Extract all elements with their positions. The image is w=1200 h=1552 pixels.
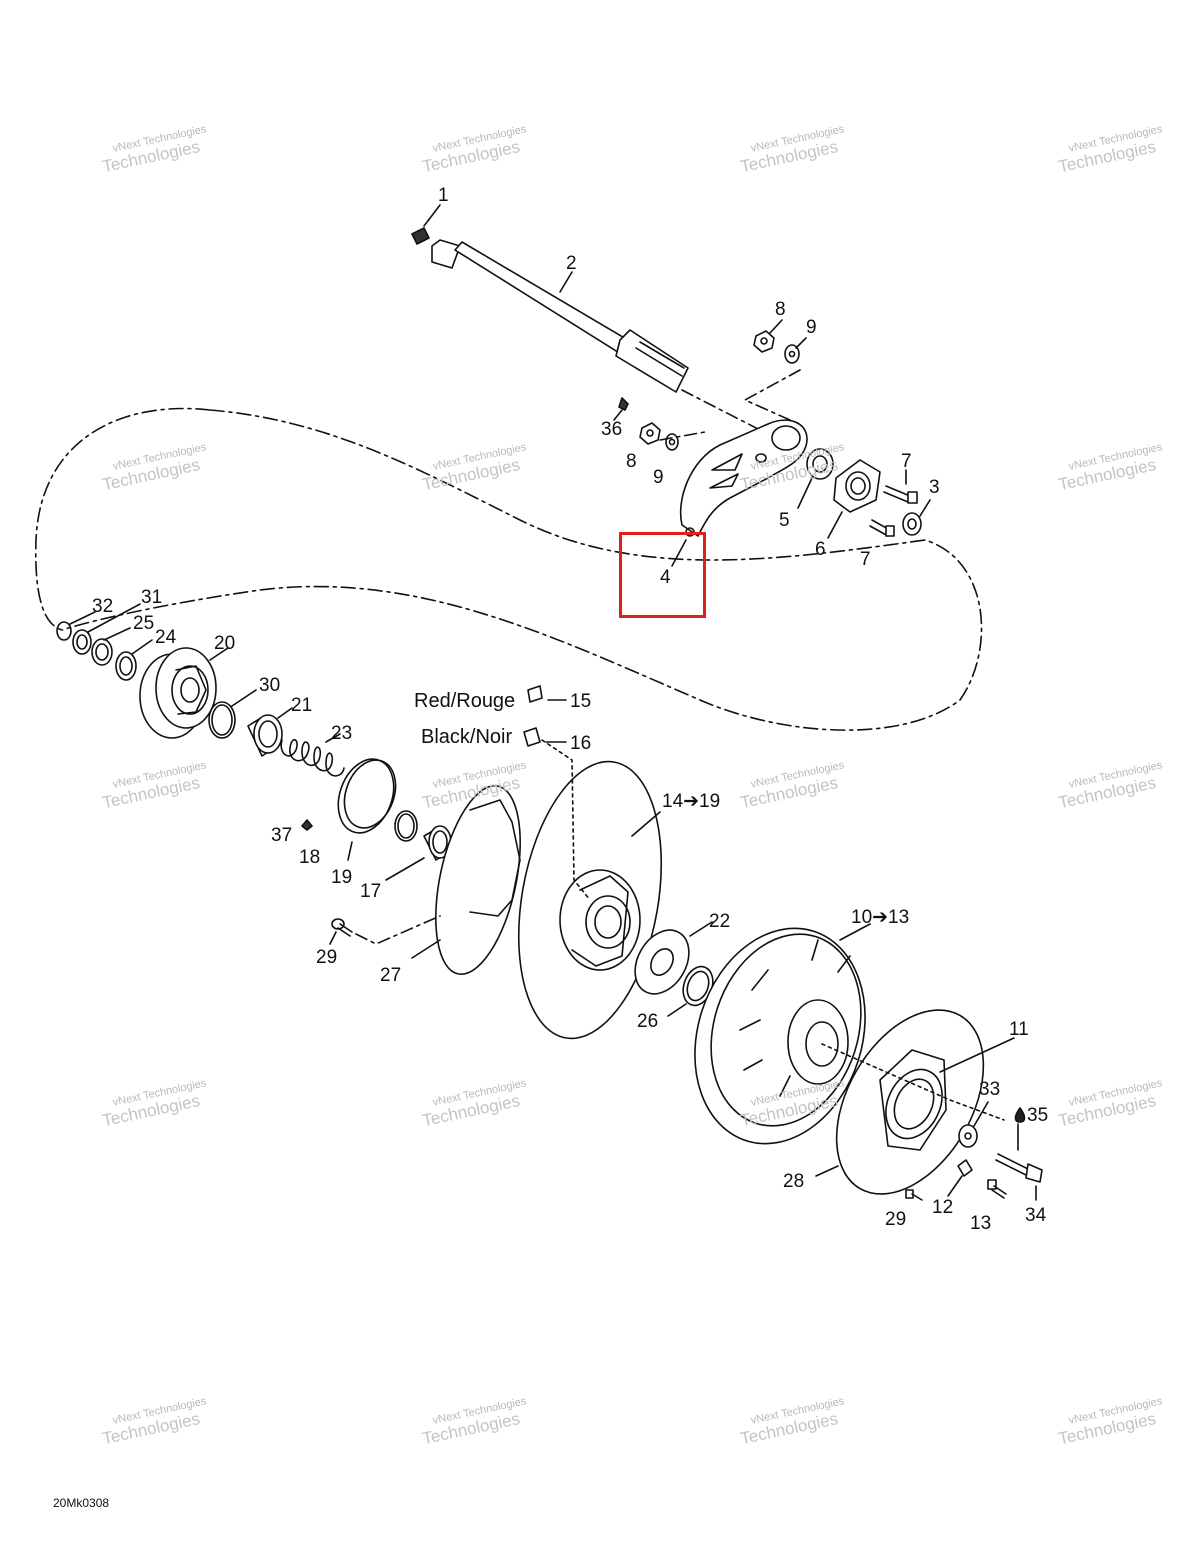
- callout-19[interactable]: 19: [331, 867, 353, 888]
- part-34-bolt: [995, 1123, 1043, 1201]
- part-8-nut-upper: [753, 319, 783, 353]
- callout-33[interactable]: 33: [979, 1079, 1001, 1100]
- callout-26[interactable]: 26: [637, 1011, 659, 1032]
- part-32-ring: [56, 611, 96, 641]
- callout-22[interactable]: 22: [709, 911, 731, 932]
- callout-8[interactable]: 8: [626, 451, 637, 472]
- callout-36[interactable]: 36: [601, 419, 623, 440]
- part-9-washer-upper: [784, 337, 807, 364]
- callout-23[interactable]: 23: [331, 723, 353, 744]
- part-31-ring: [72, 603, 141, 655]
- callout-6[interactable]: 6: [815, 539, 826, 560]
- part-36-fitting: [618, 397, 629, 411]
- callout-5[interactable]: 5: [779, 510, 790, 531]
- part-27-sheave-cover: [411, 784, 521, 976]
- part-6-bearing-flange: [827, 459, 881, 539]
- callout-25[interactable]: 25: [133, 613, 155, 634]
- part-15-connector-red: [527, 685, 567, 703]
- callout-9[interactable]: 9: [806, 317, 817, 338]
- callout-2[interactable]: 2: [566, 253, 577, 274]
- callout-30[interactable]: 30: [259, 675, 281, 696]
- part-22-washer: [634, 921, 713, 995]
- part-3-spacer: [902, 499, 931, 536]
- part-8-nut-lower: [639, 422, 661, 445]
- callout-3[interactable]: 3: [929, 477, 940, 498]
- callout-24[interactable]: 24: [155, 627, 177, 648]
- part-33-washer: [958, 1101, 989, 1148]
- callout-15[interactable]: 15: [570, 691, 592, 712]
- callout-35[interactable]: 35: [1027, 1105, 1049, 1126]
- part-29-screw-right: [905, 1189, 923, 1201]
- callout-28[interactable]: 28: [783, 1171, 805, 1192]
- callout-12[interactable]: 12: [932, 1197, 954, 1218]
- callout-8[interactable]: 8: [775, 299, 786, 320]
- part-18-o-ring: [394, 810, 418, 842]
- part-37-fitting: [301, 819, 313, 831]
- callout-37[interactable]: 37: [271, 825, 293, 846]
- callout-29[interactable]: 29: [316, 947, 338, 968]
- callout-10-13[interactable]: 10➔13: [851, 907, 910, 928]
- callout-16[interactable]: 16: [570, 733, 592, 754]
- part-20-cam: [139, 647, 229, 739]
- callout-7[interactable]: 7: [901, 451, 912, 472]
- callout-13[interactable]: 13: [970, 1213, 992, 1234]
- part-16-connector-black: [523, 727, 567, 747]
- callout-32[interactable]: 32: [92, 596, 114, 617]
- part-25-ring: [91, 627, 131, 666]
- part-23-spring: [280, 733, 345, 777]
- part-35-loctite-drop: [1014, 1107, 1026, 1123]
- callout-31[interactable]: 31: [141, 587, 163, 608]
- part-21-bushing: [247, 707, 293, 757]
- part-30-o-ring: [208, 689, 257, 739]
- callout-27[interactable]: 27: [380, 965, 402, 986]
- part-10-movable-sheave: [694, 923, 871, 1145]
- callout-7[interactable]: 7: [860, 549, 871, 570]
- part-9-washer-lower: [665, 433, 679, 451]
- label-red-rouge: Red/Rouge: [414, 690, 516, 712]
- part-4-support-bracket: [671, 419, 808, 567]
- callout-29[interactable]: 29: [885, 1209, 907, 1230]
- label-black-noir: Black/Noir: [421, 726, 513, 748]
- callout-14-19[interactable]: 14➔19: [662, 791, 721, 812]
- callout-11[interactable]: 11: [1009, 1019, 1029, 1040]
- callout-21[interactable]: 21: [291, 695, 313, 716]
- callout-4[interactable]: 4: [660, 567, 671, 588]
- part-5-bearing: [797, 448, 834, 509]
- callout-18[interactable]: 18: [299, 847, 321, 868]
- part-7-bolt-upper: [883, 469, 918, 504]
- part-14-fixed-sheave: [517, 760, 663, 1040]
- part-7-bolt-lower: [869, 519, 895, 537]
- drive-belt: [34, 407, 983, 731]
- callout-34[interactable]: 34: [1025, 1205, 1047, 1226]
- part-19-cover-ring: [337, 758, 397, 861]
- callout-1[interactable]: 1: [438, 185, 449, 206]
- highlight-box-part-4: [619, 532, 706, 618]
- part-11-spider: [885, 1037, 1015, 1140]
- part-13-screw: [987, 1179, 1007, 1199]
- callout-20[interactable]: 20: [214, 633, 236, 654]
- drawing-code: 20Mk0308: [53, 1496, 110, 1510]
- part-12-retainer: [947, 1159, 973, 1197]
- callout-17[interactable]: 17: [360, 881, 382, 902]
- part-1-grease-fitting: [411, 204, 441, 245]
- part-24-ring: [115, 639, 153, 681]
- callout-9[interactable]: 9: [653, 467, 664, 488]
- part-29-screw-left: [329, 915, 441, 945]
- part-2-drive-shaft: [431, 239, 689, 393]
